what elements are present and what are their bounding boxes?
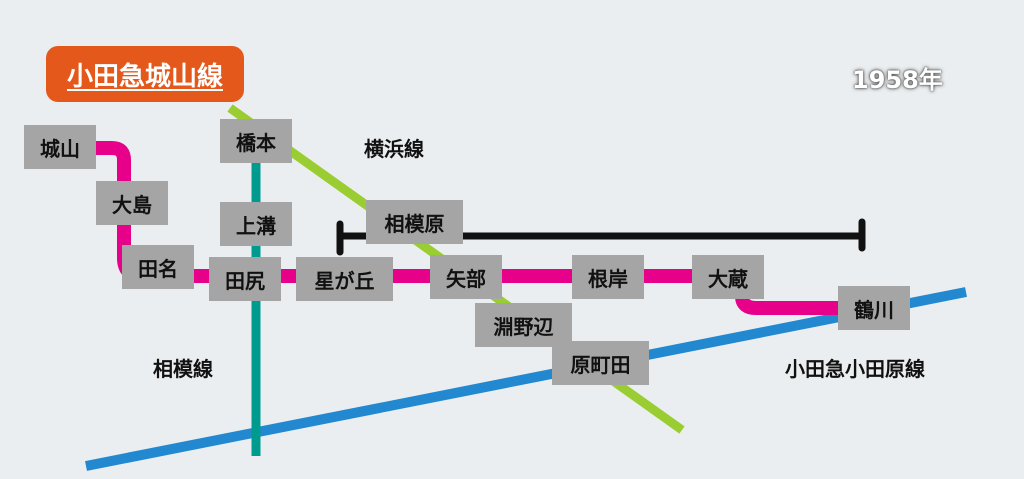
station-okura: 大蔵	[692, 255, 764, 299]
odawara-line	[85, 287, 967, 471]
odawara-line-label: 小田急小田原線	[785, 357, 925, 381]
station-yabe: 矢部	[430, 255, 502, 299]
station-hashimoto: 橋本	[220, 119, 292, 163]
station-oshima: 大島	[96, 181, 168, 225]
station-negishi: 根岸	[572, 255, 644, 299]
station-tsurukawa: 鶴川	[838, 286, 910, 330]
station-hoshigaoka: 星が丘	[296, 257, 393, 301]
station-tajiri: 田尻	[209, 257, 281, 301]
station-shiroyama: 城山	[24, 125, 96, 169]
sagami-line-label: 相模線	[153, 357, 213, 381]
station-kamimizo: 上溝	[220, 202, 292, 246]
line-title-badge: 小田急城山線	[46, 46, 244, 102]
year-label: 1958年	[852, 66, 943, 94]
station-haramachida: 原町田	[552, 341, 649, 385]
station-tana: 田名	[122, 245, 194, 289]
line-title: 小田急城山線	[66, 61, 223, 92]
station-fuchinobe: 淵野辺	[475, 303, 572, 347]
station-sagamihara: 相模原	[366, 200, 463, 244]
yokohama-line-label: 横浜線	[364, 137, 424, 161]
